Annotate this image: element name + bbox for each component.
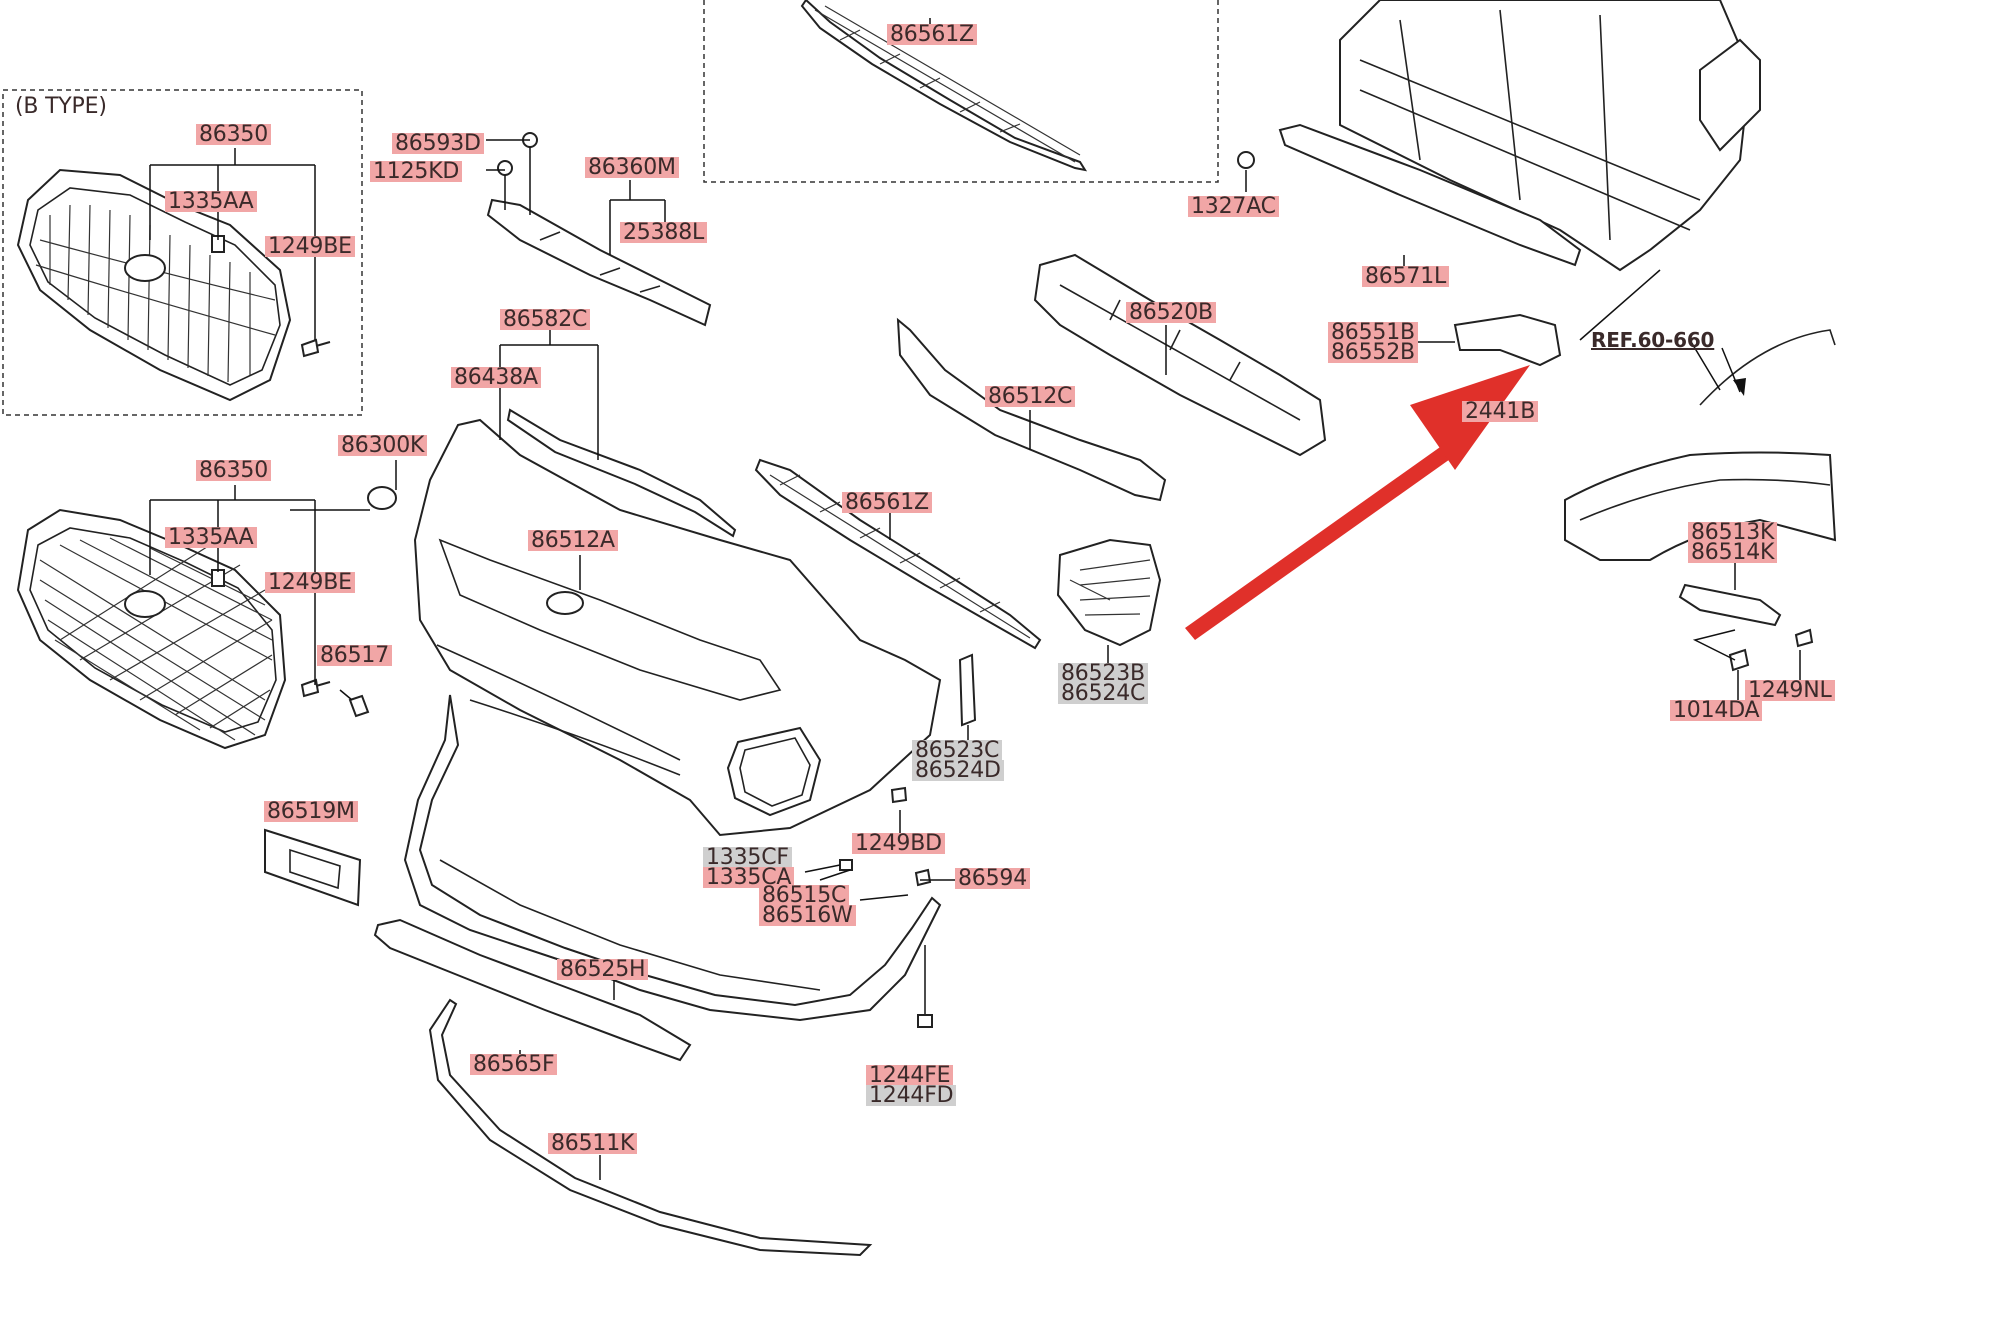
part-label-1125kd[interactable]: 1125KD	[370, 161, 463, 183]
radiator-support	[1278, 0, 1761, 272]
screw-1249be	[300, 678, 331, 698]
bumper-reinforcement-86512c	[896, 317, 1167, 502]
ref-arrow	[1721, 347, 1746, 396]
part-label-86582c[interactable]: 86582C	[500, 309, 591, 331]
part-label-86519m[interactable]: 86519M	[264, 801, 358, 823]
part-label-1335cf[interactable]: 1335CF	[703, 847, 792, 869]
part-label-86561z[interactable]: 86561Z	[842, 492, 932, 514]
part-label-25388l[interactable]: 25388L	[620, 222, 708, 244]
fog-lamp-cover-86523b	[1056, 538, 1162, 647]
emblem-86300k	[367, 486, 397, 510]
part-label-1327ac[interactable]: 1327AC	[1188, 196, 1279, 218]
part-label-1249be-btype[interactable]: 1249BE	[265, 236, 355, 258]
trim-strip-86438a	[506, 408, 737, 538]
part-label-1249be[interactable]: 1249BE	[265, 572, 355, 594]
radiator-grille-btype	[16, 168, 292, 402]
part-label-86512a[interactable]: 86512A	[528, 530, 618, 552]
part-label-86520b[interactable]: 86520B	[1126, 302, 1216, 324]
bracket-86513k	[1678, 583, 1782, 627]
part-label-1244fd[interactable]: 1244FD	[866, 1085, 957, 1107]
clip-1335cf	[839, 859, 853, 871]
front-fender-liner	[1564, 329, 1837, 561]
part-label-1335ca[interactable]: 1335CA	[703, 867, 795, 889]
part-label-86514k[interactable]: 86514K	[1688, 542, 1778, 564]
lower-bumper-86515c	[403, 694, 942, 1022]
part-label-86565f[interactable]: 86565F	[470, 1054, 558, 1076]
part-label-86525h[interactable]: 86525H	[557, 959, 649, 981]
leader-lines	[149, 18, 1801, 1180]
part-label-86350-btype[interactable]: 86350	[196, 124, 271, 146]
part-label-86593d[interactable]: 86593D	[392, 133, 484, 155]
part-label-86571l[interactable]: 86571L	[1362, 266, 1450, 288]
lower-lip-86511k	[428, 998, 873, 1257]
part-label-86512c[interactable]: 86512C	[985, 386, 1076, 408]
part-label-86561z-top[interactable]: 86561Z	[887, 24, 977, 46]
bracket-86551b	[1453, 313, 1562, 367]
bolt-1244fe	[917, 945, 933, 1028]
lower-grille-86561z	[754, 458, 1042, 650]
part-label-1249nl[interactable]: 1249NL	[1745, 680, 1835, 702]
part-label-86551b[interactable]: 86551B	[1328, 322, 1418, 344]
nut-1327ac	[1237, 151, 1255, 169]
part-label-86515c[interactable]: 86515C	[759, 885, 850, 907]
part-label-86517[interactable]: 86517	[317, 645, 392, 667]
part-label-86594[interactable]: 86594	[955, 868, 1030, 890]
inset-frame-top	[703, 0, 1219, 183]
ref-label: REF.60-660	[1591, 328, 1715, 352]
part-label-1014da[interactable]: 1014DA	[1670, 700, 1763, 722]
part-label-1335aa[interactable]: 1335AA	[165, 527, 257, 549]
front-bumper-cover-86512a	[413, 418, 942, 837]
part-label-86300k[interactable]: 86300K	[338, 435, 428, 457]
part-label-86523c[interactable]: 86523C	[912, 740, 1003, 762]
bracket-86523c	[958, 653, 977, 727]
part-label-1244fe[interactable]: 1244FE	[866, 1065, 954, 1087]
bolt-1014da	[1728, 648, 1750, 672]
screw-1249be-btype	[300, 338, 331, 358]
clip-1335aa	[211, 569, 225, 587]
skid-plate-86525h	[373, 918, 692, 1062]
part-label-86552b[interactable]: 86552B	[1328, 342, 1418, 364]
part-label-86513k[interactable]: 86513K	[1688, 522, 1778, 544]
clip-86594	[914, 868, 932, 887]
part-label-86350[interactable]: 86350	[196, 460, 271, 482]
license-bracket-86519m	[264, 828, 362, 907]
part-label-2441b[interactable]: 2441B	[1462, 401, 1539, 423]
part-label-86516w[interactable]: 86516W	[759, 905, 856, 927]
clip-86517	[348, 694, 370, 718]
part-label-86511k[interactable]: 86511K	[548, 1133, 638, 1155]
part-label-86524d[interactable]: 86524D	[912, 760, 1004, 782]
part-label-86360m[interactable]: 86360M	[585, 157, 679, 179]
part-label-86523b[interactable]: 86523B	[1058, 663, 1148, 685]
bolt-1249nl	[1794, 628, 1814, 648]
part-label-1335aa-btype[interactable]: 1335AA	[165, 191, 257, 213]
lower-grille-strip-top	[800, 0, 1088, 172]
part-label-1249bd[interactable]: 1249BD	[852, 833, 945, 855]
bolt-1249bd	[890, 786, 908, 804]
part-label-86438a[interactable]: 86438A	[451, 367, 541, 389]
part-label-86524c[interactable]: 86524C	[1058, 683, 1149, 705]
upper-cover-86360m	[486, 132, 712, 327]
btype-title: (B TYPE)	[15, 94, 107, 119]
energy-absorber-86520b	[1033, 253, 1327, 457]
